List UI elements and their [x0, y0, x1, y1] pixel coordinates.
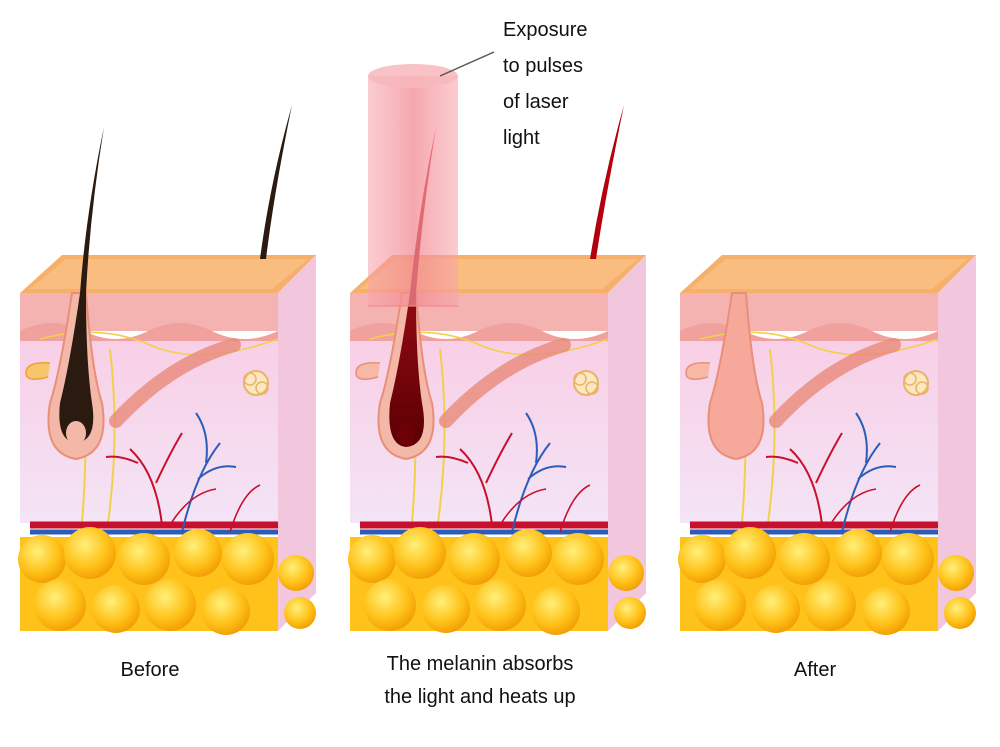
caption-line: the light and heats up: [384, 686, 576, 708]
panel-after: [678, 255, 976, 635]
caption-line: Before: [120, 659, 180, 681]
callout-line: light: [503, 127, 540, 149]
caption-line: The melanin absorbs: [386, 653, 574, 675]
panel-before: [18, 105, 316, 635]
caption-line: After: [793, 659, 837, 681]
laser-callout-label: Exposure to pulses of laser light: [503, 12, 588, 156]
hair-papilla: [66, 421, 86, 445]
hair-strand: [260, 105, 292, 259]
callout-line: Exposure: [503, 19, 588, 41]
caption-after: After: [745, 654, 885, 687]
hair-strand: [590, 105, 624, 259]
callout-line: to pulses: [503, 55, 584, 77]
callout-line: of laser: [503, 91, 569, 113]
heated-papilla: [397, 424, 415, 446]
laser-beam: [368, 64, 458, 307]
hair-shaft: [59, 127, 104, 443]
callout-leader-line: [439, 51, 495, 77]
caption-during: The melanin absorbs the light and heats …: [350, 648, 610, 714]
caption-before: Before: [80, 654, 220, 687]
empty-follicle: [707, 292, 765, 461]
